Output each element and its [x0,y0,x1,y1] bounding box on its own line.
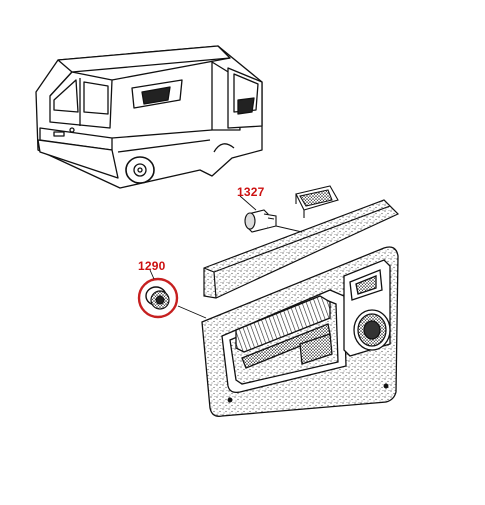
retaining-clip-icon [244,209,277,233]
upper-trim-strip [203,199,400,299]
callout-label-1327[interactable]: 1327 [237,185,265,199]
door-pull-handle-icon [295,185,339,218]
callout-label-1290[interactable]: 1290 [138,259,166,273]
leader-line-1290 [149,269,207,319]
van-rear-three-quarter-icon [35,45,263,189]
door-trim-panel-icon [201,246,399,417]
lock-knob-icon [137,277,179,319]
leader-line-1327 [239,195,303,233]
